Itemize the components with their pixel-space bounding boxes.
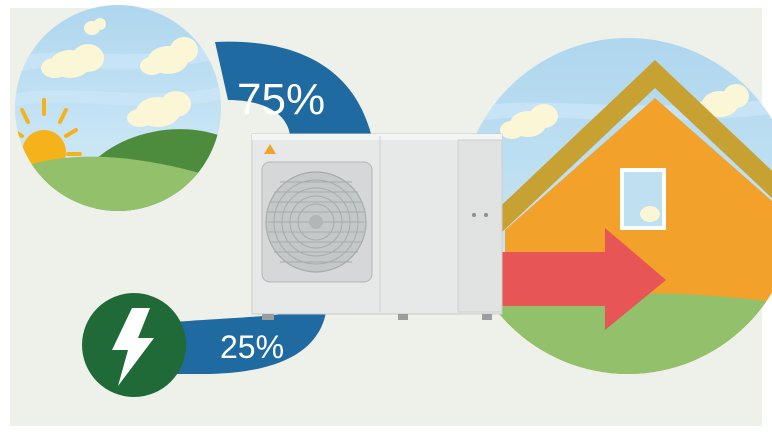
cloud bbox=[140, 37, 198, 75]
arrow-right-icon bbox=[500, 228, 666, 330]
unit-foot bbox=[482, 314, 492, 320]
electric-share-label: 25% bbox=[220, 329, 284, 365]
heat-pump-unit bbox=[251, 133, 503, 320]
panel-screw bbox=[472, 213, 476, 217]
lightning-bolt-icon bbox=[112, 308, 154, 386]
panel-screw bbox=[484, 213, 488, 217]
ambient-environment-scene bbox=[15, 5, 221, 211]
electric-energy-flow-band bbox=[140, 300, 326, 374]
house-window bbox=[620, 168, 666, 230]
ambient-share-label: 75% bbox=[237, 75, 325, 124]
unit-foot bbox=[262, 314, 274, 320]
warning-triangle-icon bbox=[264, 144, 276, 154]
cloud bbox=[84, 18, 106, 35]
unit-foot bbox=[398, 314, 408, 320]
cloud bbox=[41, 44, 104, 78]
cloud bbox=[127, 91, 191, 127]
electricity-source bbox=[82, 293, 186, 397]
fan-grille bbox=[261, 161, 373, 283]
cloud bbox=[500, 104, 558, 139]
ambient-energy-flow-band bbox=[215, 41, 372, 142]
